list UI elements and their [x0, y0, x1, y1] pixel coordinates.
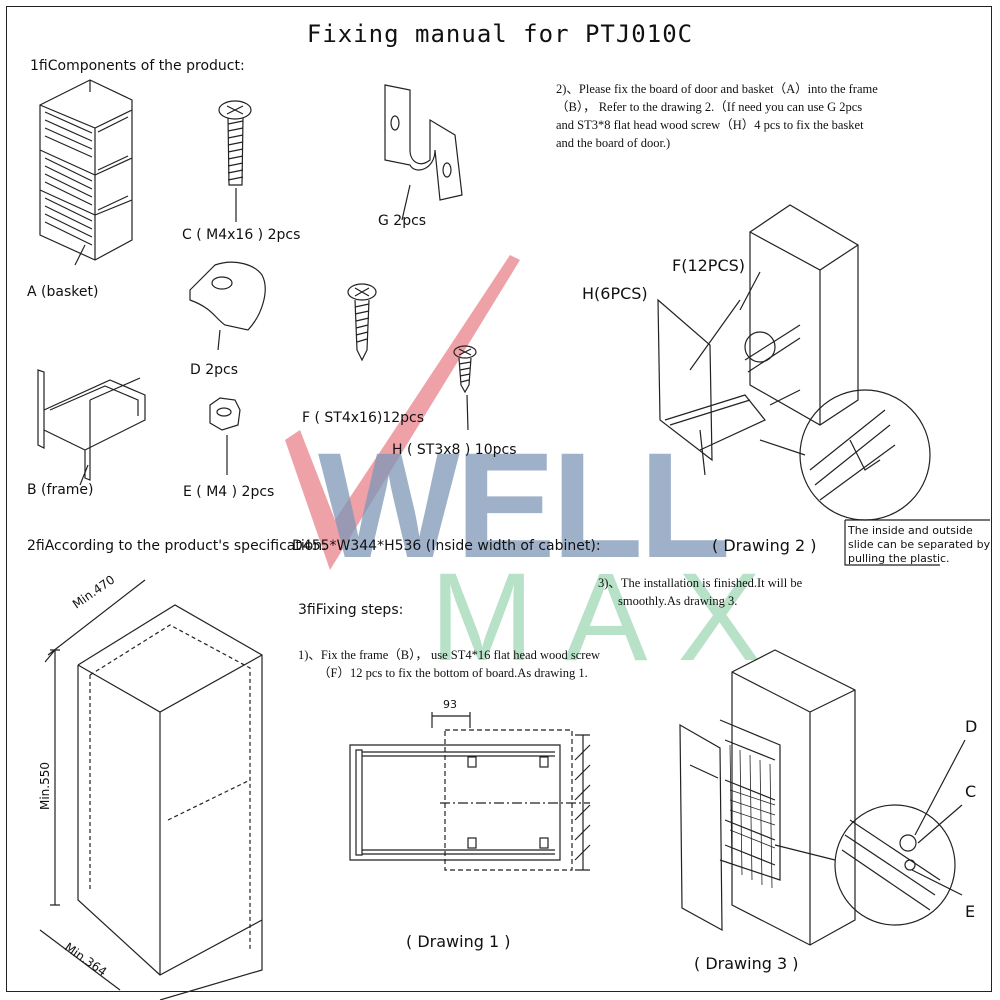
part-e-label: E ( M4 ) 2pcs — [183, 484, 275, 500]
basket-illustration — [39, 79, 133, 266]
section-1-heading: 1fiComponents of the product: — [30, 58, 245, 74]
drawing-1 — [349, 712, 591, 871]
part-d-label: D 2pcs — [190, 362, 239, 378]
drawing-3-label-c: C — [965, 782, 977, 801]
section-2-spec: D455*W344*H536 (Inside width of cabinet)… — [292, 538, 601, 554]
frame-illustration — [37, 369, 146, 486]
step-2-text: 2)、Please fix the board of door and bask… — [556, 82, 878, 150]
part-h-label: H ( ST3x8 ) 10pcs — [392, 442, 517, 458]
drawing-3 — [679, 649, 966, 946]
drawing-1-caption: ( Drawing 1 ) — [406, 932, 511, 951]
drawing-3-label-d: D — [965, 717, 978, 736]
drawing-1-dimension: 93 — [443, 698, 457, 711]
drawing-2-label-h: H(6PCS) — [582, 284, 648, 303]
step-1-line-1: 1)、Fix the frame（B）， use ST4*16 flat hea… — [298, 648, 601, 662]
screw-f-illustration — [347, 283, 377, 362]
page-title: Fixing manual for PTJ010C — [306, 20, 694, 48]
section-2-heading: 2fiAccording to the product's specificat… — [27, 538, 327, 554]
drawing-2-label-f: F(12PCS) — [672, 256, 746, 275]
part-a-label: A (basket) — [27, 284, 99, 300]
bracket-g-illustration — [384, 84, 463, 221]
part-f-label: F ( ST4x16)12pcs — [302, 410, 425, 426]
part-g-label: G 2pcs — [378, 213, 427, 229]
page-border — [6, 6, 992, 992]
section-3-heading: 3fiFixing steps: — [298, 602, 404, 618]
drawing-2 — [657, 204, 990, 566]
cabinet-dimension-drawing — [39, 579, 263, 1000]
part-c-label: C ( M4x16 ) 2pcs — [182, 227, 301, 243]
step-3-line-2: smoothly.As drawing 3. — [618, 594, 738, 608]
step-3-line-1: 3)、The installation is finished.It will … — [598, 576, 803, 590]
drawing-3-label-e: E — [965, 902, 976, 921]
step-1-line-2: （F）12 pcs to fix the bottom of board.As … — [318, 666, 588, 680]
drawing-2-note: The inside and outside slide can be sepa… — [848, 524, 991, 565]
drawing-2-caption: ( Drawing 2 ) — [712, 536, 817, 555]
screw-h-illustration — [453, 345, 477, 431]
nut-e-illustration — [209, 397, 241, 475]
part-b-label: B (frame) — [27, 482, 94, 498]
fitting-d-illustration — [189, 261, 266, 351]
cabinet-height-label: Min.550 — [38, 761, 52, 810]
screw-c-illustration — [218, 100, 252, 222]
drawing-3-caption: ( Drawing 3 ) — [694, 954, 799, 973]
